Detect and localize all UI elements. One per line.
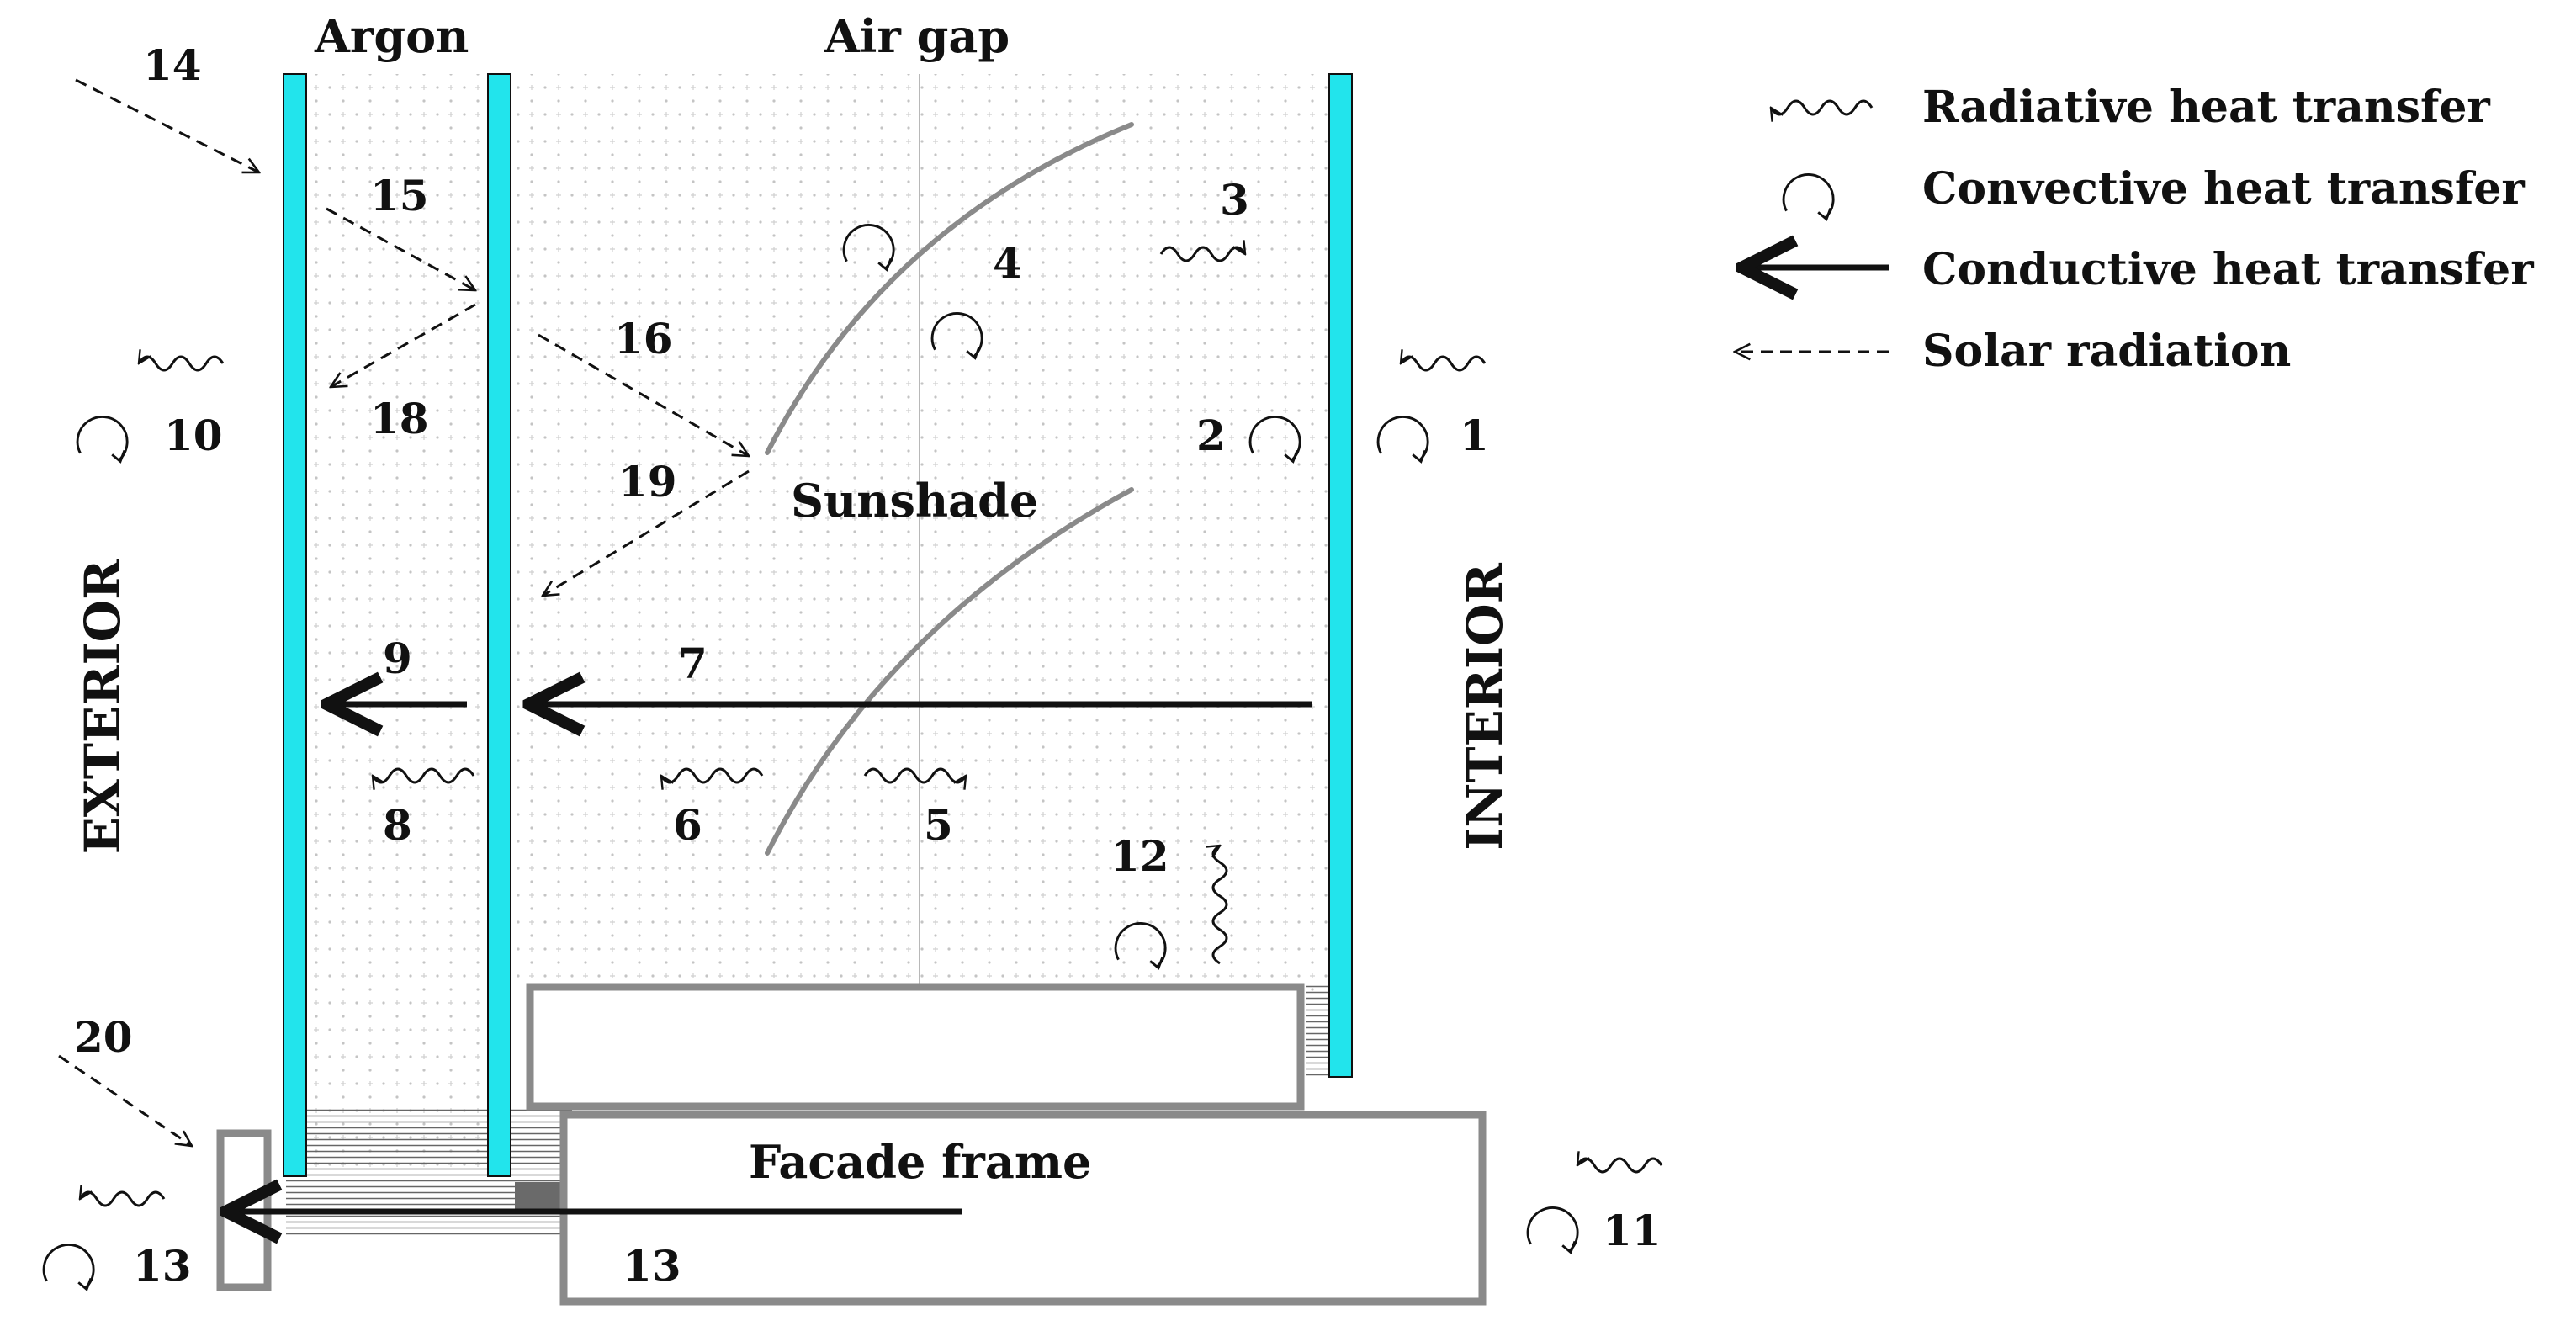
number-11: 11: [1603, 1206, 1662, 1255]
air-gap-cavity: [517, 74, 1330, 991]
legend-radiative-text: Radiative heat transfer: [1922, 82, 2490, 133]
number-13-exterior: 13: [133, 1241, 192, 1291]
solar-arrow-18: [331, 303, 476, 387]
number-3: 3: [1220, 175, 1249, 225]
inner-glass-pane: [1328, 73, 1353, 1078]
radiative-wave-13: [80, 1192, 166, 1207]
radiative-wave-6: [661, 767, 764, 782]
facade-frame: [559, 1111, 1487, 1306]
number-19: 19: [618, 457, 677, 506]
radiative-wave-10: [139, 357, 225, 372]
number-10: 10: [164, 411, 223, 460]
number-7: 7: [678, 639, 708, 688]
number-20: 20: [74, 1012, 133, 1062]
radiative-wave-3: [1159, 247, 1245, 262]
outer-glass-pane: [283, 73, 307, 1177]
solar-arrow-14: [75, 78, 259, 174]
number-8: 8: [383, 800, 412, 850]
argon-cavity: [306, 74, 496, 1176]
middle-glass-pane: [487, 73, 511, 1177]
number-6: 6: [673, 800, 702, 850]
label-argon: Argon: [314, 9, 469, 63]
thermal-bridge: [515, 1182, 565, 1212]
interior-seal: [1306, 984, 1331, 1077]
radiative-wave-11: [1577, 1159, 1663, 1174]
label-sunshade: Sunshade: [791, 474, 1038, 528]
legend-conductive-text: Conductive heat transfer: [1922, 244, 2534, 295]
convective-symbol-11: [1526, 1206, 1579, 1254]
number-18: 18: [370, 394, 429, 443]
number-13-frame: 13: [623, 1241, 681, 1291]
solar-arrow-15: [326, 207, 475, 290]
solar-arrow-16: [538, 333, 749, 456]
legend-convective-symbol: [1782, 173, 1835, 220]
convective-symbol-1: [1376, 416, 1429, 463]
number-5: 5: [924, 800, 953, 850]
legend-radiative-symbol: [1771, 99, 1874, 114]
sunshade-slat-top: [765, 122, 1134, 455]
solar-arrow-20: [58, 1054, 192, 1146]
label-interior: INTERIOR: [1456, 562, 1513, 850]
legend-solar-text: Solar radiation: [1922, 326, 2291, 377]
number-15: 15: [370, 171, 429, 220]
convective-symbol-10: [76, 416, 129, 463]
legend-convective-text: Convective heat transfer: [1922, 163, 2525, 215]
argon-spacer: [306, 1109, 496, 1180]
convective-symbol-13: [42, 1244, 95, 1291]
number-14: 14: [143, 40, 202, 90]
inner-frame-profile: [526, 983, 1305, 1111]
number-2: 2: [1196, 411, 1226, 460]
label-air-gap: Air gap: [824, 9, 1010, 63]
number-9: 9: [383, 634, 412, 683]
number-12: 12: [1110, 831, 1169, 881]
solar-arrow-19: [543, 469, 750, 596]
radiative-wave-5: [863, 767, 966, 782]
radiative-wave-8: [373, 767, 475, 782]
radiative-wave-1: [1401, 357, 1487, 372]
number-1: 1: [1460, 411, 1489, 460]
sunshade-slat-bottom: [765, 487, 1134, 856]
label-facade-frame: Facade frame: [749, 1135, 1091, 1189]
radiative-wave-12: [1213, 846, 1228, 965]
number-4: 4: [993, 238, 1022, 288]
label-exterior: EXTERIOR: [74, 559, 131, 854]
number-16: 16: [614, 314, 673, 363]
